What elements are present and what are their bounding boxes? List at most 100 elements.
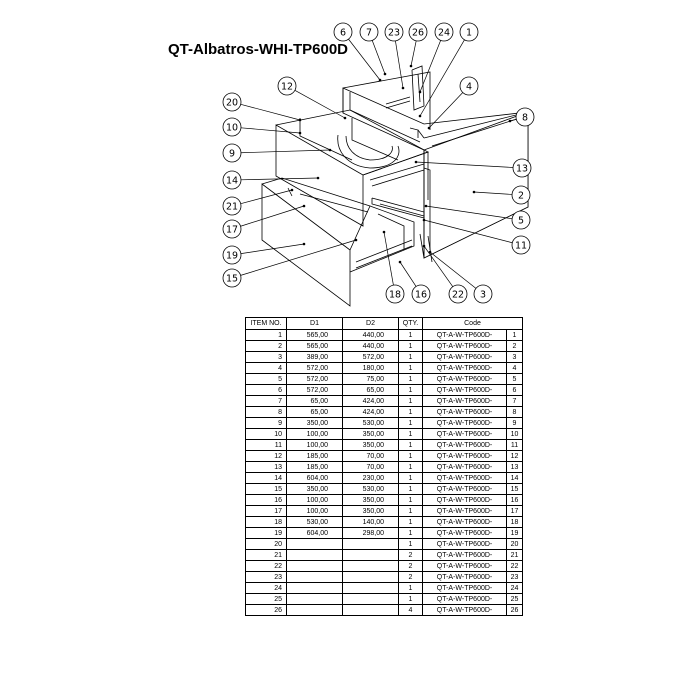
d2-cell: 140,00 [342, 516, 399, 528]
item-cell: 19 [245, 527, 287, 539]
callout-circle [333, 22, 353, 42]
code-index-cell: 2 [506, 340, 523, 352]
code-cell: QT-A-W-TP600D- [422, 439, 507, 451]
leader-dot [343, 116, 347, 120]
leader-dot [398, 260, 402, 264]
code-index-cell: 6 [506, 384, 523, 396]
cabinet-carcass [342, 65, 529, 263]
code-cell: QT-A-W-TP600D- [422, 538, 507, 550]
leader-dot [409, 64, 413, 68]
d2-cell [342, 604, 399, 616]
code-index-cell: 5 [506, 373, 523, 385]
qty-cell: 1 [398, 494, 423, 506]
item-cell: 22 [245, 560, 287, 572]
d1-cell: 389,00 [286, 351, 343, 363]
header-item-no: ITEM NO. [245, 317, 287, 330]
leader-dot [472, 190, 476, 194]
code-cell: QT-A-W-TP600D- [422, 384, 507, 396]
item-cell: 13 [245, 461, 287, 473]
leader-line [240, 205, 305, 227]
d1-cell: 100,00 [286, 439, 343, 451]
leader-line [425, 205, 513, 220]
item-cell: 21 [245, 549, 287, 561]
callout-number: 18 [389, 289, 401, 300]
callout-10: 10 [222, 117, 302, 137]
code-cell: QT-A-W-TP600D- [422, 494, 507, 506]
callout-circle [384, 22, 404, 42]
leader-dot [354, 238, 358, 242]
callout-6: 6 [333, 22, 382, 82]
callout-number: 4 [466, 81, 472, 92]
callout-19: 19 [222, 242, 306, 265]
leader-line [240, 177, 319, 181]
leader-line [371, 40, 386, 75]
callout-14: 14 [222, 170, 320, 190]
code-index-cell: 12 [506, 450, 523, 462]
leader-line [399, 261, 417, 287]
item-cell: 3 [245, 351, 287, 363]
header-qty: QTY. [398, 317, 423, 330]
d1-cell [286, 593, 343, 605]
leader-line [240, 127, 301, 134]
leader-line [240, 149, 331, 154]
leader-line [428, 92, 464, 129]
callout-circle [277, 76, 297, 96]
callout-number: 2 [518, 190, 524, 201]
leader-dot [422, 218, 426, 222]
code-cell: QT-A-W-TP600D- [422, 406, 507, 418]
callout-number: 19 [226, 250, 238, 261]
callout-9: 9 [222, 143, 332, 163]
code-cell: QT-A-W-TP600D- [422, 373, 507, 385]
code-index-cell: 22 [506, 560, 523, 572]
leader-dot [418, 114, 422, 118]
qty-cell: 1 [398, 329, 423, 341]
d2-cell: 530,00 [342, 483, 399, 495]
leader-dot [428, 250, 432, 254]
d2-cell: 70,00 [342, 450, 399, 462]
callout-circle [434, 22, 454, 42]
code-cell: QT-A-W-TP600D- [422, 505, 507, 517]
code-index-cell: 16 [506, 494, 523, 506]
qty-cell: 1 [398, 351, 423, 363]
leader-dot [302, 204, 306, 208]
code-index-cell: 13 [506, 461, 523, 473]
code-index-cell: 25 [506, 593, 523, 605]
d2-cell [342, 582, 399, 594]
item-cell: 23 [245, 571, 287, 583]
callout-23: 23 [384, 22, 405, 90]
callout-7: 7 [359, 22, 387, 76]
code-index-cell: 8 [506, 406, 523, 418]
header-d1: D1 [286, 317, 343, 330]
callout-circle [459, 76, 479, 96]
d2-cell: 572,00 [342, 351, 399, 363]
code-cell: QT-A-W-TP600D- [422, 329, 507, 341]
leader-line [423, 245, 454, 287]
leader-dot [382, 230, 386, 234]
code-cell: QT-A-W-TP600D- [422, 461, 507, 473]
d2-cell: 350,00 [342, 428, 399, 440]
item-cell: 8 [245, 406, 287, 418]
code-index-cell: 20 [506, 538, 523, 550]
code-cell: QT-A-W-TP600D- [422, 527, 507, 539]
callout-15: 15 [222, 238, 358, 288]
leader-line [294, 90, 346, 119]
callout-number: 24 [438, 27, 450, 38]
d1-cell: 185,00 [286, 450, 343, 462]
item-cell: 24 [245, 582, 287, 594]
callout-circle [511, 185, 531, 205]
item-cell: 5 [245, 373, 287, 385]
d2-cell [342, 538, 399, 550]
d2-cell: 65,00 [342, 384, 399, 396]
